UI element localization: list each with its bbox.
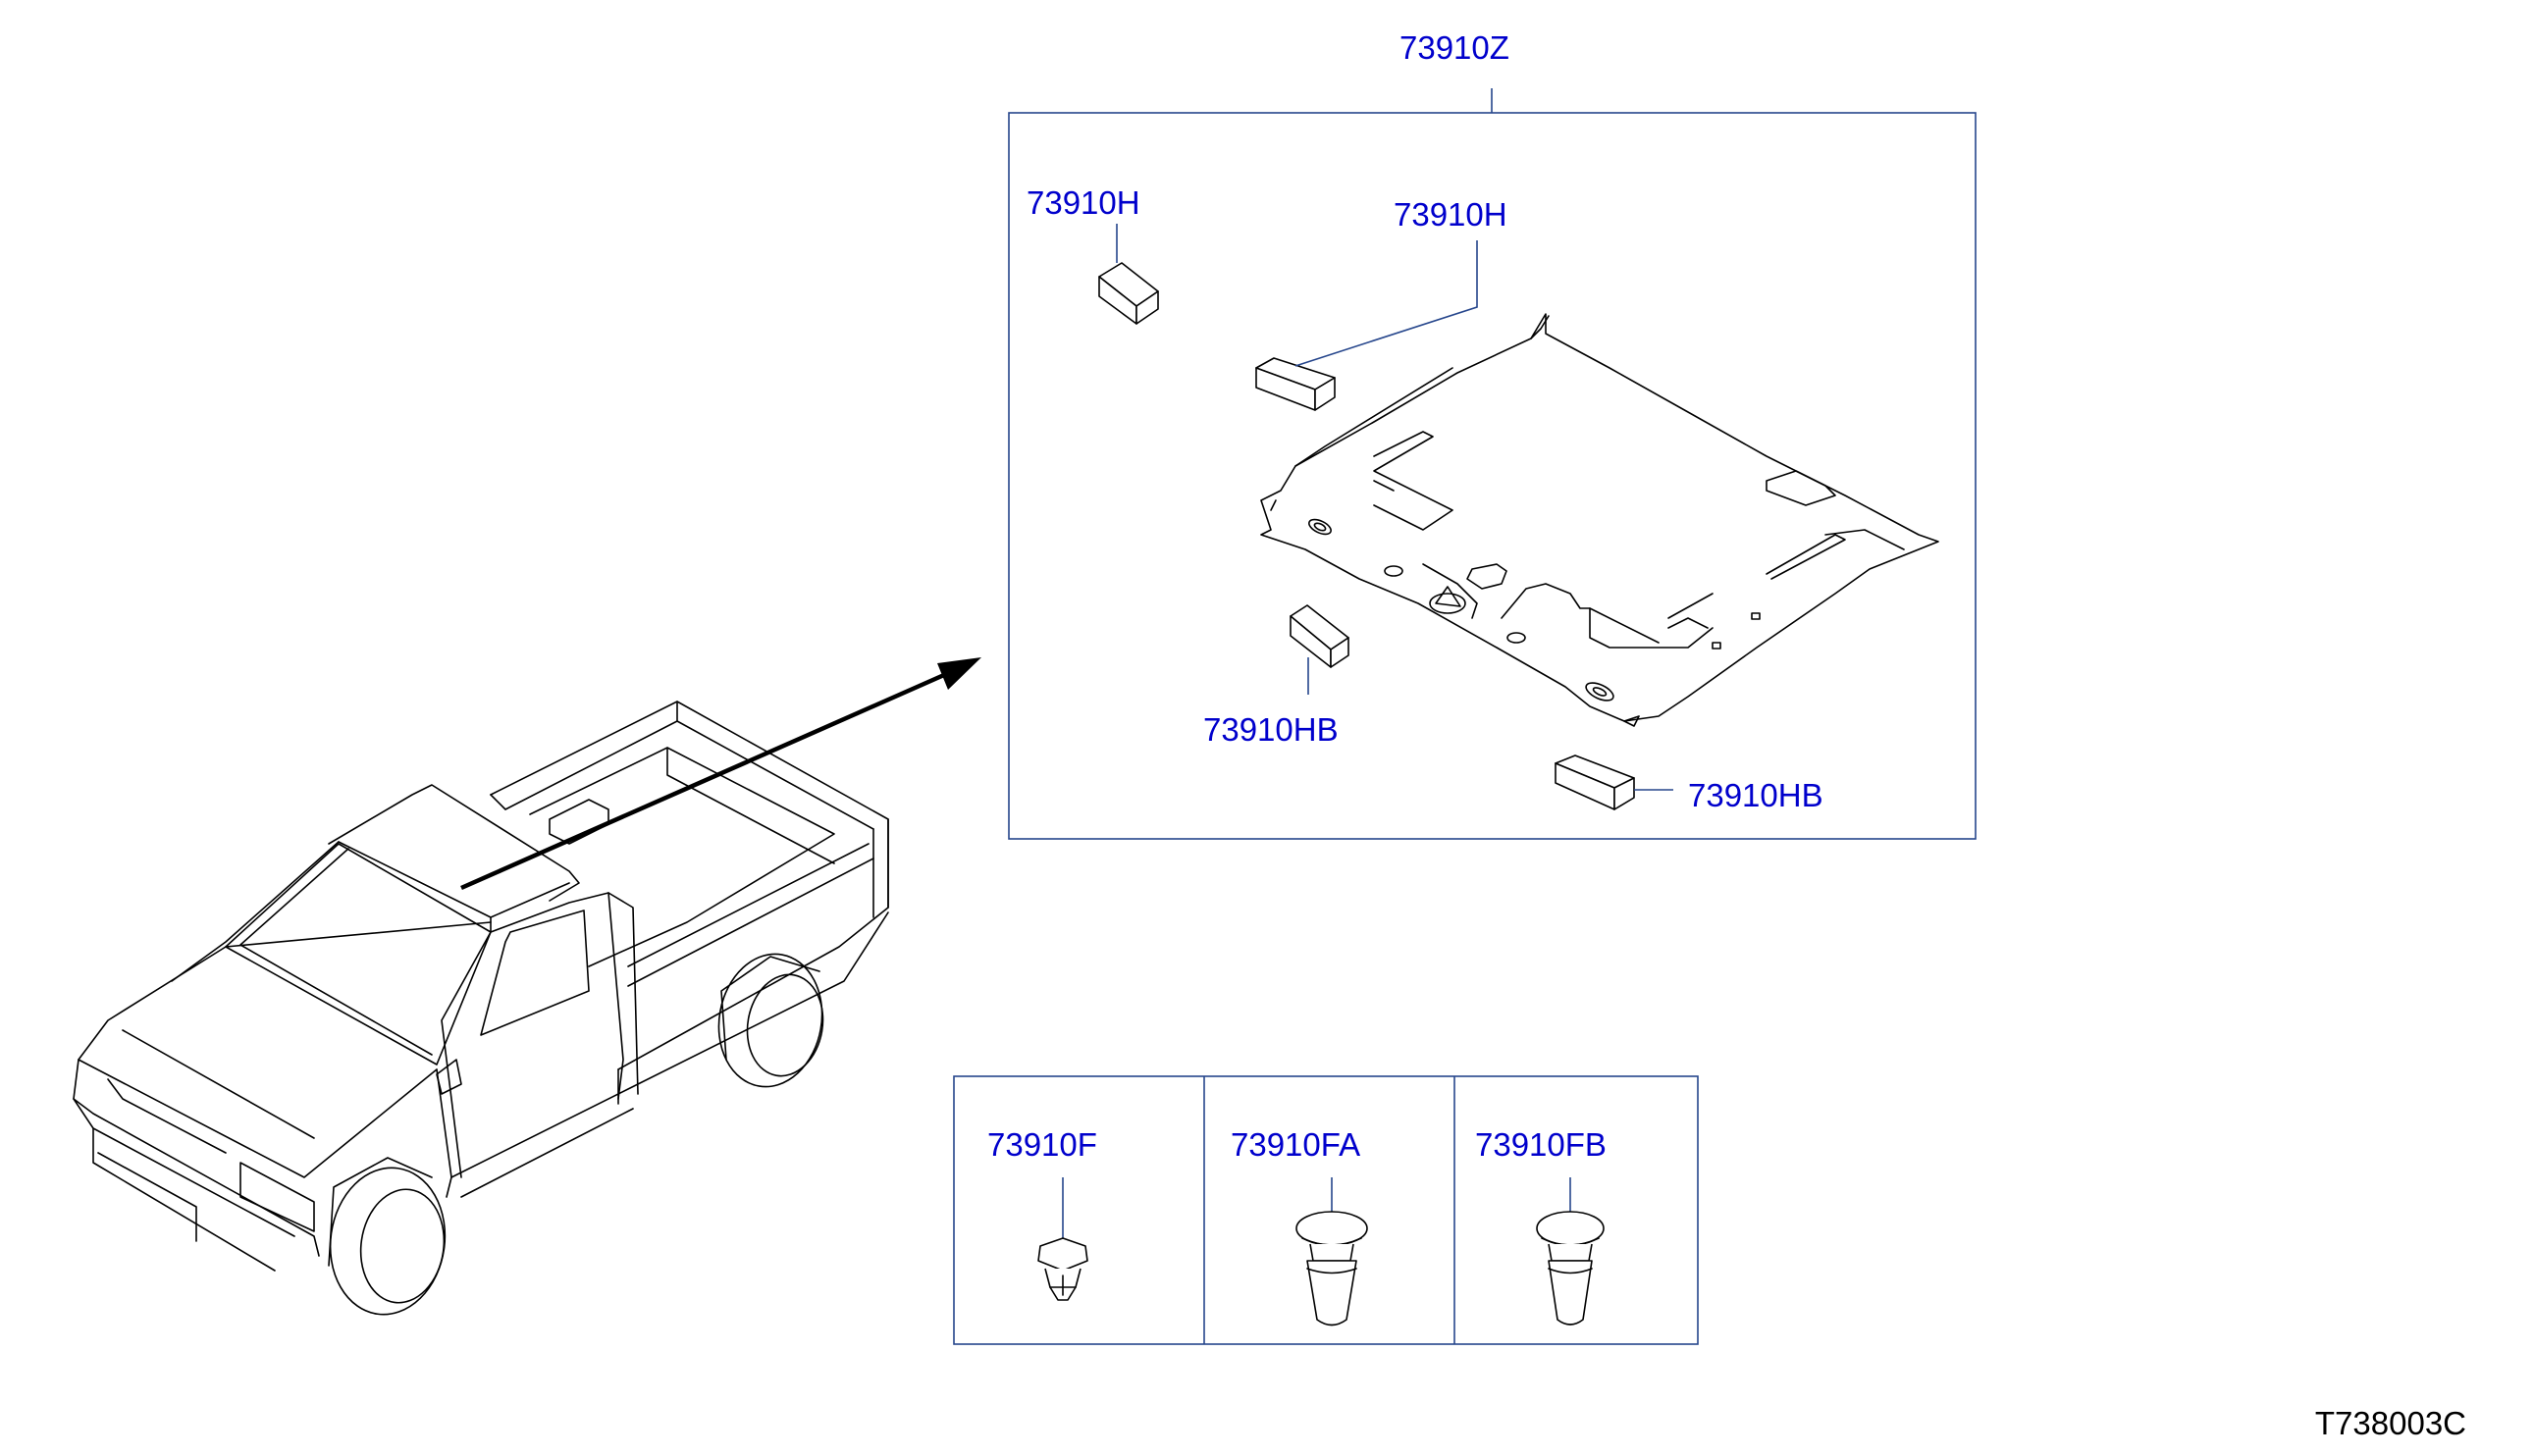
- clips-frame: [953, 1075, 1699, 1345]
- label-73910h-left: 73910H: [1027, 184, 1140, 221]
- location-arrow: [460, 657, 981, 891]
- clips-group: 73910F 73910FA 73910FB: [953, 1075, 1699, 1345]
- label-73910fb: 73910FB: [1475, 1126, 1607, 1163]
- label-73910hb-center: 73910HB: [1203, 711, 1339, 748]
- pad-73910h-center: [1255, 357, 1336, 411]
- clip-73910fa: [1295, 1211, 1368, 1326]
- label-73910f: 73910F: [987, 1126, 1097, 1163]
- label-73910fa: 73910FA: [1231, 1126, 1360, 1163]
- clip-73910f: [1037, 1237, 1088, 1301]
- pad-73910hb-center: [1290, 604, 1349, 668]
- label-73910h-center: 73910H: [1394, 196, 1507, 233]
- diagram-code: T738003C: [2315, 1405, 2466, 1441]
- headlining-assembly-group: 73910Z: [1008, 29, 1977, 840]
- clip-73910fb: [1536, 1211, 1605, 1326]
- headlining-panel: [1260, 313, 1939, 727]
- pad-73910hb-right: [1555, 754, 1635, 810]
- pad-73910h-left: [1098, 262, 1159, 325]
- label-73910hb-right: 73910HB: [1688, 777, 1823, 813]
- label-73910z: 73910Z: [1399, 29, 1509, 66]
- pickup-truck-illustration: [73, 701, 889, 1316]
